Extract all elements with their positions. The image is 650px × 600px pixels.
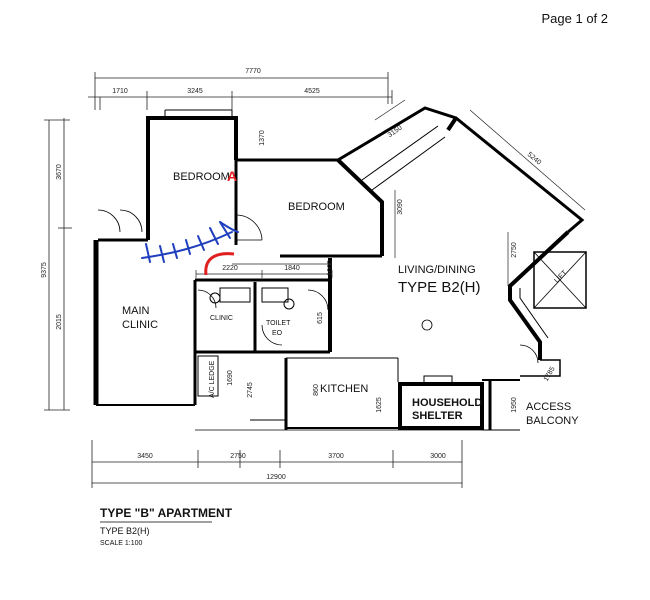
dim-access-balcony-width: 1785 (543, 366, 557, 383)
dim-access-balcony-height: 1950 (511, 397, 518, 413)
dim-bath-width-2: 1840 (284, 265, 300, 272)
label-living: LIVING/DINING (398, 264, 476, 276)
dim-left-upper: 3670 (56, 164, 63, 180)
bottom-dimensions (91, 440, 463, 488)
title-block-scale: SCALE 1:100 (100, 540, 143, 547)
label-type: TYPE B2(H) (398, 279, 481, 296)
title-block-subtitle: TYPE B2(H) (100, 526, 150, 536)
dim-right-side: 2750 (511, 242, 518, 258)
marker-a: A (227, 168, 237, 184)
dim-shelter-height: 1625 (376, 397, 383, 413)
label-kitchen: KITCHEN (320, 383, 368, 395)
red-door-marker-icon (204, 252, 235, 276)
label-access-balcony-1: ACCESS (526, 401, 571, 413)
floor-trap-icon (421, 319, 433, 331)
dim-bottom-total: 12900 (266, 474, 286, 481)
blue-hatch-marker-icon (141, 221, 239, 263)
dim-small: 860 (313, 384, 320, 396)
label-main-clinic-2: CLINIC (122, 319, 158, 331)
dim-bath-height: 1000 (327, 260, 334, 276)
dim-right-diagonal: 5240 (526, 151, 543, 166)
dim-ac-ledge: 1690 (227, 370, 234, 386)
label-toilet-1: TOILET (266, 320, 291, 327)
label-clinic: CLINIC (210, 315, 233, 322)
dim-top-seg-2: 3245 (187, 88, 203, 95)
top-dimensions (88, 72, 393, 110)
title-block-title: TYPE "B" APARTMENT (100, 506, 233, 520)
dim-top-seg-1: 1710 (112, 88, 128, 95)
dim-bedroom2-height: 1370 (259, 130, 266, 146)
label-lift: LIFT (553, 269, 569, 285)
dim-bedroom2-depth: 3090 (397, 199, 404, 215)
left-dimensions (44, 118, 72, 411)
dim-left-total: 9375 (41, 262, 48, 278)
walls (93, 106, 587, 431)
dim-wc-width: 615 (317, 312, 324, 324)
dim-top-total: 7770 (245, 68, 261, 75)
dim-bottom-seg-1: 3450 (137, 453, 153, 460)
dim-top-seg-3: 4525 (304, 88, 320, 95)
label-ac-ledge: A/C LEDGE (209, 360, 216, 398)
doors (97, 209, 539, 364)
label-access-balcony-2: BALCONY (526, 415, 579, 427)
label-main-clinic-1: MAIN (122, 305, 150, 317)
dim-living-top: 3150 (387, 124, 404, 139)
dim-kitchen-left: 2745 (247, 382, 254, 398)
dim-bottom-seg-3: 3700 (328, 453, 344, 460)
inner-dimensions (195, 99, 586, 286)
label-household-shelter-2: SHELTER (412, 410, 463, 422)
dim-left-lower: 2015 (56, 314, 63, 330)
label-bedroom-a: BEDROOM (173, 171, 230, 183)
page-indicator: Page 1 of 2 (541, 11, 609, 26)
dim-bath-width-1: 2220 (222, 265, 238, 272)
dim-bottom-seg-2: 2750 (230, 453, 246, 460)
dim-bottom-seg-4: 3000 (430, 453, 446, 460)
label-household-shelter-1: HOUSEHOLD (412, 397, 482, 409)
label-toilet-2: EO (272, 330, 283, 337)
label-bedroom-b: BEDROOM (288, 201, 345, 213)
